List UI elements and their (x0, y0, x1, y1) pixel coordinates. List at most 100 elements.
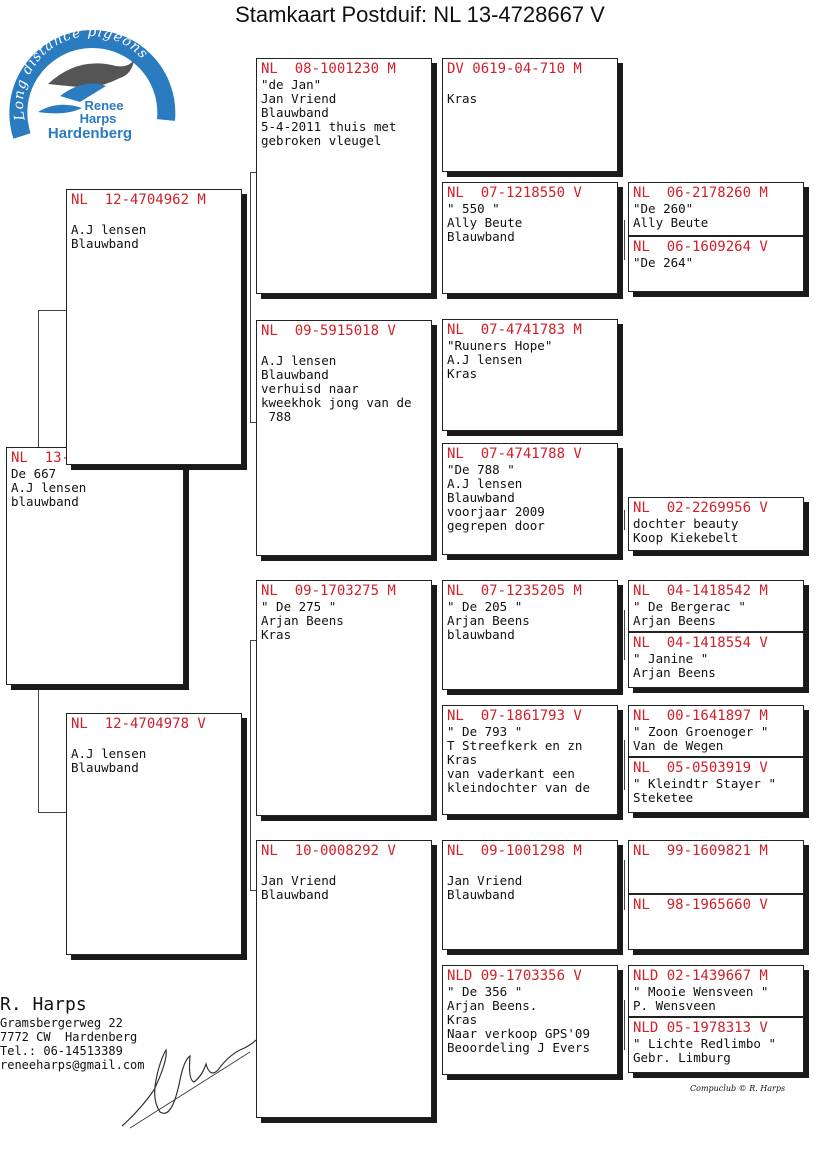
pigeon-detail: voorjaar 2009 (447, 504, 545, 519)
pigeon-detail: Kras (447, 366, 478, 381)
breeder-name: R. Harps (0, 994, 87, 1015)
pigeon-detail: Blauwband (261, 367, 329, 382)
svg-text:Harps: Harps (80, 111, 117, 126)
pigeon-great-grandparent[interactable]: NL 07-1861793 V" De 793 "T Streefkerk en… (442, 705, 618, 815)
pigeon-g4[interactable]: NL 06-2178260 M"De 260"Ally Beute (628, 182, 804, 236)
registration-number: NL 07-1235205 M (447, 583, 582, 599)
registration-number: NL 07-4741788 V (447, 446, 582, 462)
registration-number: NL 07-1861793 V (447, 708, 582, 724)
pigeon-detail: De 667 (11, 466, 57, 481)
pigeon-g4[interactable]: NLD 02-1439667 M" Mooie Wensveen "P. Wen… (628, 965, 804, 1017)
pigeon-detail: Arjan Beens (261, 613, 344, 628)
pigeon-detail: " Lichte Redlimbo " (633, 1036, 776, 1051)
breeder-city: 7772 CW Hardenberg (0, 1030, 138, 1044)
breeder-info: R. Harps Gramsbergerweg 22 7772 CW Harde… (0, 994, 145, 1072)
pigeon-detail: "De 260" (633, 201, 694, 216)
pigeon-great-grandparent[interactable]: DV 0619-04-710 M Kras (442, 58, 618, 172)
pigeon-icon (38, 60, 134, 114)
registration-number: NL 09-1001298 M (447, 843, 582, 859)
credit-text: Compuclub © R. Harps (690, 1084, 786, 1093)
pigeon-detail: Ally Beute (633, 215, 709, 230)
pigeon-g4[interactable]: NL 04-1418554 V" Janine "Arjan Beens (628, 632, 804, 688)
registration-number: NLD 05-1978313 V (633, 1020, 768, 1036)
pigeon-detail: dochter beauty (633, 516, 739, 531)
svg-text:Renee: Renee (84, 98, 123, 113)
breeder-address: Gramsbergerweg 22 (0, 1016, 123, 1030)
club-logo: Long distance pigeons Renee Harps Harden… (9, 24, 176, 142)
pigeon-detail: kleindochter van de (447, 780, 590, 795)
pigeon-detail: Jan Vriend (261, 873, 337, 888)
pigeon-g4[interactable]: NLD 05-1978313 V" Lichte Redlimbo "Gebr.… (628, 1017, 804, 1073)
pigeon-detail: Jan Vriend (447, 873, 523, 888)
pigeon-detail: Beoordeling J Evers (447, 1040, 590, 1055)
registration-number: NL 10-0008292 V (261, 843, 396, 859)
pigeon-detail: A.J lensen (447, 476, 523, 491)
pigeon-detail: " De 356 " (447, 984, 523, 999)
pigeon-detail: T Streefkerk en zn (447, 738, 583, 753)
registration-number: NL 07-4741783 M (447, 322, 582, 338)
page-title: Stamkaart Postduif: NL 13-4728667 V (235, 2, 605, 27)
pigeon-detail: Gebr. Limburg (633, 1050, 731, 1065)
pigeon-detail: Kras (447, 91, 478, 106)
registration-number: NL 12-4704978 V (71, 716, 206, 732)
pigeon-detail: Blauwband (447, 887, 515, 902)
signature (121, 1039, 257, 1129)
pigeon-detail: "De 788 " (447, 462, 515, 477)
pigeon-detail: " Zoon Groenoger " (633, 724, 769, 739)
registration-number: NL 04-1418542 M (633, 583, 768, 599)
pigeon-g4[interactable]: NL 98-1965660 V (628, 894, 804, 950)
pigeon-detail: Steketee (633, 790, 694, 805)
pigeon-detail: Naar verkoop GPS'09 (447, 1026, 590, 1041)
pigeon-detail: Blauwband (447, 490, 515, 505)
pigeon-detail: A.J lensen (261, 353, 337, 368)
pigeon-g4[interactable]: NL 05-0503919 V" Kleindtr Stayer "Steket… (628, 757, 804, 813)
registration-number: DV 0619-04-710 M (447, 61, 582, 77)
pigeon-detail: gebroken vleugel (261, 133, 382, 148)
svg-text:Hardenberg: Hardenberg (48, 125, 132, 142)
pigeon-detail: " Janine " (633, 651, 709, 666)
pigeon-detail: P. Wensveen (633, 998, 716, 1013)
pigeon-detail: Blauwband (261, 887, 329, 902)
pigeon-g4[interactable]: NL 04-1418542 M" De Bergerac "Arjan Been… (628, 580, 804, 632)
breeder-email[interactable]: reneeharps@gmail.com (0, 1058, 145, 1072)
pigeon-detail: " De Bergerac " (633, 599, 746, 614)
pigeon-detail: 788 (261, 409, 292, 424)
pigeon-detail: Arjan Beens (633, 613, 716, 628)
pigeon-detail: blauwband (11, 494, 79, 509)
pigeon-great-grandparent[interactable]: NLD 09-1703356 V" De 356 "Arjan Beens.Kr… (442, 965, 618, 1075)
pigeon-detail: Kras (261, 627, 292, 642)
registration-number: NL 05-0503919 V (633, 760, 768, 776)
pigeon-detail: Blauwband (71, 760, 139, 775)
pigeon-detail: " De 275 " (261, 599, 337, 614)
pigeon-detail: A.J lensen (71, 746, 147, 761)
pigeon-detail: 5-4-2011 thuis met (261, 119, 397, 134)
pigeon-detail: Jan Vriend (261, 91, 337, 106)
pigeon-g4[interactable]: NL 06-1609264 V"De 264" (628, 236, 804, 292)
pigeon-detail: Kras (447, 1012, 478, 1027)
pigeon-detail: Arjan Beens (447, 613, 530, 628)
pigeon-detail: " De 205 " (447, 599, 523, 614)
pigeon-g4[interactable]: NL 99-1609821 M (628, 840, 804, 894)
pigeon-detail: Kras (447, 752, 478, 767)
pigeon-detail: " 550 " (447, 201, 500, 216)
pigeon-detail: Arjan Beens. (447, 998, 538, 1013)
registration-number: NL 06-2178260 M (633, 185, 768, 201)
registration-number: NL 99-1609821 M (633, 843, 768, 859)
registration-number: NL 04-1418554 V (633, 635, 768, 651)
pigeon-detail: Arjan Beens (633, 665, 716, 680)
pigeon-g4[interactable]: NL 00-1641897 M" Zoon Groenoger "Van de … (628, 705, 804, 757)
pigeon-detail: blauwband (447, 627, 515, 642)
